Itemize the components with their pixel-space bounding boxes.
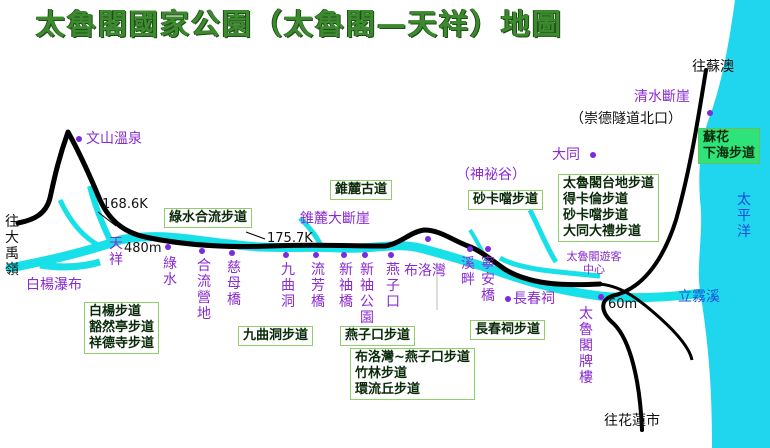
tributary-6 (468, 228, 490, 264)
place-heliu: 合流營地 (197, 258, 211, 322)
trail-box-buluowan: 布洛灣~燕子口步道 竹林步道 環流丘步道 (350, 348, 475, 400)
trail-plateau-3: 砂卡噹步道 (563, 208, 629, 223)
place-tianxiang: 天祥 (109, 236, 123, 268)
place-liufang: 流芳橋 (311, 262, 325, 310)
tributary-3 (39, 258, 102, 271)
place-qingshui: 清水斷崖 (634, 89, 690, 105)
trail-suhua-2: 下海步道 (703, 146, 756, 161)
place-paifang: 太魯閣牌樓 (579, 306, 593, 386)
km-marker-175: 175.7K (267, 231, 313, 246)
tributary-1 (87, 185, 115, 246)
place-cimu: 慈母橋 (227, 260, 241, 308)
place-zhuilu-cliff: 錐麓大斷崖 (300, 211, 370, 227)
trail-baiyang-3: 祥德寺步道 (89, 336, 155, 351)
map-title: 太魯閣國家公園（太魯閣—天祥）地圖 (36, 7, 564, 41)
direction-hualien: 往花蓮市 (604, 413, 660, 429)
trail-box-changchun: 長春祠步道 (470, 320, 546, 340)
trail-box-lushui-heliu: 綠水合流步道 (164, 208, 253, 228)
trail-plateau-2: 得卡倫步道 (563, 192, 629, 207)
place-jiuqu: 九曲洞 (281, 262, 295, 310)
place-baiyang-fall: 白楊瀑布 (26, 277, 82, 293)
place-dot-changchun (505, 296, 511, 302)
place-lushui: 綠水 (163, 256, 177, 288)
trail-plateau-1: 太魯閣台地步道 (563, 176, 655, 191)
place-dot-xipan (467, 246, 473, 252)
label-pacific: 太平洋 (737, 192, 751, 240)
trail-box-jiuqu: 九曲洞步道 (238, 326, 314, 346)
trail-box-suhua: 蘇花 下海步道 (698, 128, 761, 164)
altitude-480: 480m (124, 241, 162, 256)
trail-buluowan-3: 環流丘步道 (355, 382, 421, 397)
place-datong: 大同 (552, 147, 580, 163)
trail-box-baiyang: 白楊步道 豁然亭步道 祥德寺步道 (84, 302, 160, 354)
trail-box-zhuilu: 錐麓古道 (330, 180, 393, 200)
place-dot-liufang (313, 252, 319, 258)
place-dot-xinhang (341, 252, 347, 258)
trail-baiyang-2: 豁然亭步道 (89, 320, 155, 335)
place-dot-yanzikou (388, 252, 394, 258)
place-changchun: 長春祠 (513, 291, 555, 307)
trail-box-yanzikou: 燕子口步道 (340, 326, 416, 346)
place-visitor-center: 太魯閣遊客中心 (566, 250, 622, 276)
place-dot-buluowan (425, 236, 431, 242)
river-loop (498, 255, 601, 279)
place-ningan: 寧安橋 (481, 256, 495, 304)
tributary-5 (527, 208, 559, 264)
place-dot-heliu (199, 248, 205, 254)
km-marker-168: 168.6K (102, 197, 148, 212)
highway-road (15, 129, 603, 288)
trail-baiyang-1: 白楊步道 (89, 304, 142, 319)
place-dot-jiuqu (283, 252, 289, 258)
place-dot-wenshan (76, 136, 82, 142)
trail-buluowan-2: 竹林步道 (355, 366, 408, 381)
place-dot-qingshui (707, 110, 713, 116)
place-dot-paifang (598, 294, 604, 300)
trail-box-taiwan-plateau: 太魯閣台地步道 得卡倫步道 砂卡噹步道 大同大禮步道 (558, 174, 660, 242)
place-wenshan: 文山溫泉 (86, 131, 142, 147)
gorge-road (595, 282, 694, 361)
place-xipan: 溪畔 (461, 256, 475, 288)
place-dot-cimu (229, 250, 235, 256)
label-liwu-river: 立霧溪 (678, 289, 720, 305)
place-dot-ningan (485, 246, 491, 252)
tunnel-label: （崇德隧道北口） (570, 111, 682, 127)
trail-buluowan-1: 布洛灣~燕子口步道 (355, 350, 470, 365)
place-dot-datong (590, 152, 596, 158)
trail-suhua-1: 蘇花 (703, 130, 730, 145)
trail-plateau-4: 大同大禮步道 (563, 224, 642, 239)
place-dot-xinhang-park (362, 252, 368, 258)
direction-dayuling: 往大禹嶺 (5, 214, 19, 278)
place-xinhang: 新䄂橋 (339, 262, 353, 310)
place-yanzikou: 燕子口 (386, 262, 400, 310)
place-buluowan: 布洛灣 (404, 263, 446, 279)
pacific-ocean-shape (698, 0, 770, 448)
tributary-2 (57, 198, 102, 249)
trail-box-shakadang: 砂卡噹步道 (468, 190, 544, 210)
place-shenmi: （神祕谷） (456, 167, 526, 183)
place-dot-lushui (165, 244, 171, 250)
direction-suao: 往蘇澳 (692, 59, 734, 75)
altitude-60: 60m (608, 297, 638, 312)
place-xinhang-park: 新䄂公園 (360, 262, 374, 326)
